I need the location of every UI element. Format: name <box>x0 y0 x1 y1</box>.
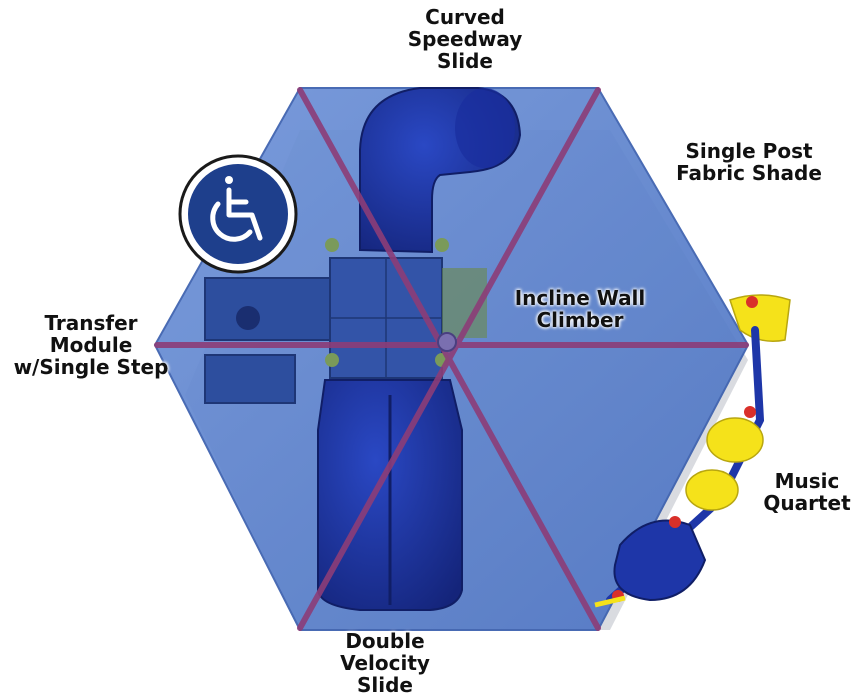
yellow-stand <box>594 595 626 608</box>
transfer-module-deck <box>204 277 336 341</box>
transfer-hole <box>236 306 260 330</box>
post <box>325 353 339 367</box>
post <box>325 238 339 252</box>
slide-exit <box>455 88 515 168</box>
label-curved-speedway-slide: Curved Speedway Slide <box>407 5 523 73</box>
red-knob <box>746 296 758 308</box>
post <box>435 238 449 252</box>
red-knob <box>669 516 681 528</box>
red-knob <box>744 406 756 418</box>
label-incline-wall-climber: Incline Wall Climber <box>514 286 646 332</box>
shade-center-hub <box>437 332 457 352</box>
label-single-post-fabric-shade: Single Post Fabric Shade <box>676 139 822 185</box>
label-music-quartet: Music Quartet <box>763 469 851 515</box>
accessibility-badge <box>178 154 298 274</box>
label-double-velocity-slide: Double Velocity Slide <box>340 629 430 697</box>
music-quartet <box>594 294 791 608</box>
shade-beam <box>297 87 601 631</box>
chime <box>706 417 764 463</box>
transfer-step <box>204 354 296 404</box>
drum <box>613 519 707 602</box>
label-transfer-module: Transfer Module w/Single Step <box>13 311 169 379</box>
chime <box>685 469 739 511</box>
wheelchair-accessibility-icon <box>210 176 263 242</box>
horn <box>729 294 791 342</box>
